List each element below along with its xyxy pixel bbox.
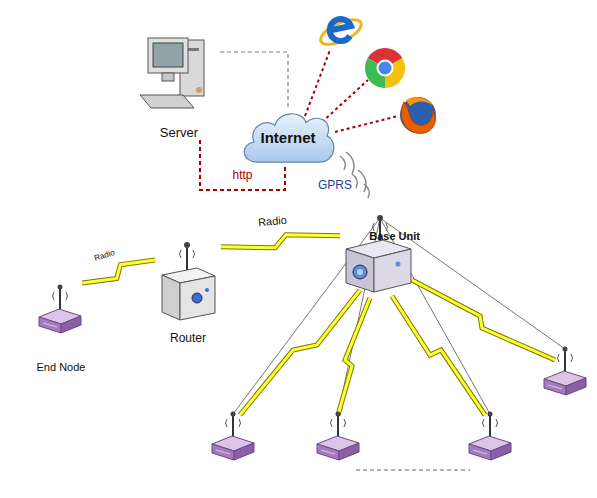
ie-orbit <box>317 15 364 50</box>
keyboard <box>140 95 194 108</box>
wave-arc <box>358 170 366 192</box>
node-label: Router <box>170 331 206 345</box>
end-node: End Node <box>28 283 94 373</box>
ie-icon <box>317 15 364 50</box>
edge-label: Radio <box>93 248 116 263</box>
wave-arc <box>340 156 345 170</box>
node-label: Internet <box>260 129 315 146</box>
chrome-icon <box>365 48 405 88</box>
wave-arc <box>346 152 354 174</box>
browser-link <box>305 50 330 116</box>
wave-arc <box>364 184 369 198</box>
monitor-screen <box>153 43 183 67</box>
server-node: Server <box>138 30 220 140</box>
dashed-link <box>356 470 470 471</box>
bolt-fill <box>412 280 555 360</box>
router-device <box>162 242 215 320</box>
node-label: Server <box>160 125 198 140</box>
chrome-ring <box>377 60 394 77</box>
browser-link <box>322 80 368 122</box>
bolt-fill <box>338 298 370 415</box>
end-node-device <box>317 412 359 461</box>
firefox-globe <box>400 97 436 133</box>
chrome-center <box>379 62 392 75</box>
bolt-outline <box>82 260 155 283</box>
connector <box>221 235 340 248</box>
bolt-outline <box>221 235 340 248</box>
server-computer <box>140 38 204 108</box>
dashed-link <box>220 52 288 108</box>
server-monitor <box>148 38 188 73</box>
bolt-outline <box>338 298 370 415</box>
edge-label: Radio <box>258 214 288 228</box>
ie-letter-shape <box>330 19 351 41</box>
firefox-tail <box>401 102 435 133</box>
end-node-device <box>469 412 511 461</box>
end-node-device <box>212 412 254 461</box>
firefox-head <box>406 97 434 106</box>
router-node: Router <box>155 243 221 345</box>
connector <box>220 52 288 108</box>
base-unit: Base Unit <box>340 214 420 300</box>
base-unit-device <box>346 215 411 292</box>
end-node-device <box>39 285 81 334</box>
internet-cloud: Internet <box>238 108 338 166</box>
mouse <box>196 87 202 93</box>
connector <box>82 260 155 283</box>
node-label: End Node <box>37 361 86 373</box>
free-label: GPRS <box>318 178 352 192</box>
radio-bolts <box>240 280 555 415</box>
monitor-stand <box>162 73 174 81</box>
radio-link <box>82 260 155 283</box>
edge-label: http <box>233 168 253 182</box>
node-label: Base Unit <box>369 214 420 242</box>
wave-arc <box>352 174 357 188</box>
end-node-device <box>544 347 586 396</box>
radio-link <box>221 235 340 248</box>
firefox-icon <box>400 97 436 133</box>
bolt-outline <box>412 280 555 360</box>
browser-link <box>335 116 398 132</box>
cloud-shape <box>244 114 334 162</box>
